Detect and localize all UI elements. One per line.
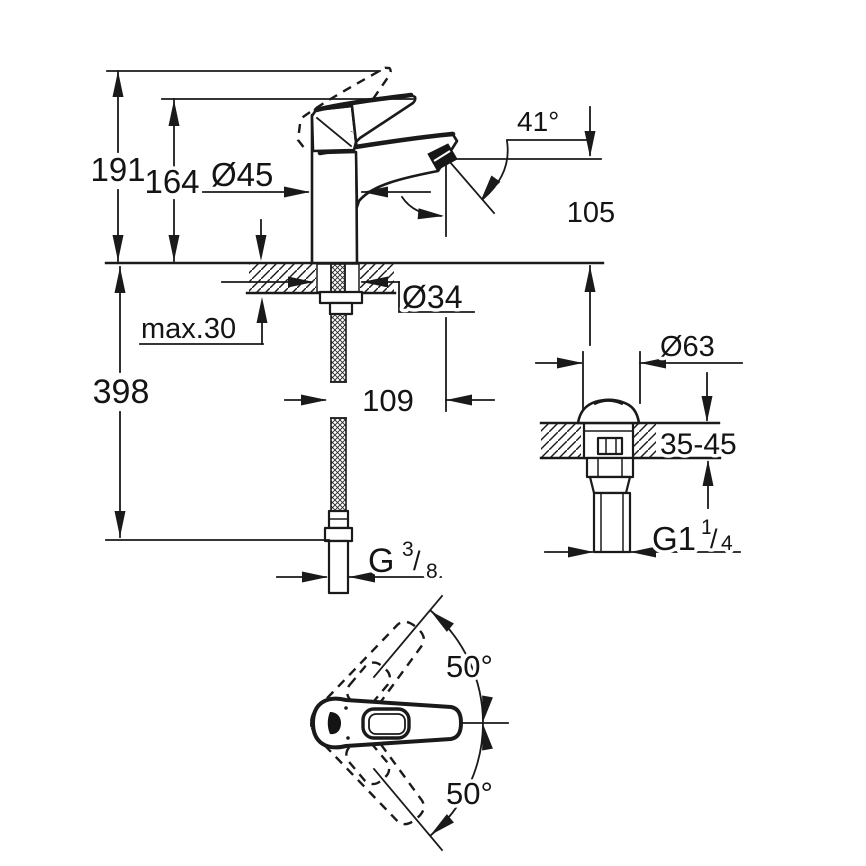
dim-spout-projection: 109 (284, 317, 495, 422)
front-view: 191 164 Ø45 41° (87, 66, 619, 595)
dim-aerator-angle: 41° (400, 103, 587, 237)
handle-dot-bottom (346, 736, 350, 740)
supply-hose (316, 263, 364, 595)
aerator-detail (433, 150, 451, 162)
drain-hatch-right (634, 424, 656, 457)
mounting-flange (318, 290, 364, 305)
dim-height: 164 (141, 98, 203, 262)
hose-braid-lower (330, 417, 347, 513)
drain-dome-cap (576, 398, 641, 425)
hose-braid-in-hole (330, 263, 346, 293)
dim-spout-height: 105 (563, 106, 619, 346)
mounting-nut (328, 301, 354, 316)
handle-top-view (311, 696, 463, 750)
faucet-body (296, 66, 459, 265)
drain-thread-letter: G1 (652, 520, 696, 557)
dim-swing-down-label: 50° (446, 776, 493, 811)
reference-lines (105, 70, 602, 541)
dim-height-open-label: 191 (90, 151, 145, 188)
handle-swing-top-view: 50° 50° (310, 594, 509, 852)
dim-height-label: 164 (144, 163, 199, 200)
dim-hose-length-label: 398 (93, 373, 150, 411)
drain-thread-denominator: 4 (721, 532, 733, 555)
dim-spout-height-label: 105 (567, 197, 615, 229)
drain-window (596, 436, 624, 456)
dim-height-open: 191 (87, 70, 149, 262)
hose-nut (323, 526, 354, 543)
drain-valve-view: Ø63 35-45 G1 1 / 4 (535, 328, 743, 561)
dim-flange-diameter-label: Ø63 (660, 331, 715, 363)
dim-counter-range-label: 35-45 (660, 428, 737, 461)
lever-top-edge (313, 92, 414, 113)
handle-hole-outer (361, 707, 411, 740)
dim-hose-length: 398 (89, 266, 153, 538)
dim-max-counter-label: max.30 (141, 313, 236, 345)
dim-swing-angles: 50° 50° (372, 594, 509, 852)
dim-drain-thread: G1 1 / 4 (544, 513, 741, 561)
hose-braid-upper (330, 313, 347, 383)
supply-thread-numerator: 3 (402, 538, 414, 561)
supply-thread-denominator: 8 (426, 560, 438, 583)
dim-hole-diameter: Ø34 (221, 276, 475, 319)
handle-hole-inner (368, 713, 406, 735)
dim-flange-diameter: Ø63 (535, 328, 743, 369)
handle-indicator-mark (327, 712, 341, 735)
dim-swing-up-label: 50° (446, 649, 493, 684)
drain-tailpipe (592, 491, 632, 554)
drain-valve (576, 398, 641, 554)
supply-thread-slash: / (413, 546, 421, 576)
counter-hatch-right (360, 264, 394, 292)
drain-taper (588, 475, 632, 495)
dim-body-diameter: Ø45 (202, 153, 431, 198)
drain-locknut (585, 456, 635, 479)
dim-hole-diameter-label: Ø34 (402, 279, 462, 315)
dim-aerator-angle-label: 41° (517, 106, 559, 137)
lever-open-position-dashed (301, 66, 392, 133)
drain-counter-section (539, 421, 722, 460)
drain-hatch-left (541, 424, 581, 457)
dim-spout-projection-label: 109 (362, 383, 414, 418)
handle-dot-top (344, 706, 348, 710)
drain-thread-numerator: 1 (701, 516, 713, 539)
dim-max-counter: max.30 (138, 219, 268, 349)
hose-connector-tube (327, 539, 350, 595)
countertop-section (104, 261, 605, 295)
dim-counter-range: 35-45 (657, 372, 740, 509)
dim-supply-thread: G 3 / 8 (276, 535, 442, 587)
counter-hatch-left (249, 264, 316, 292)
boss-dashed-edge (296, 123, 306, 150)
drain-thread-slash: / (710, 524, 718, 554)
dim-body-diameter-label: Ø45 (211, 156, 273, 193)
supply-thread-letter: G (368, 542, 394, 580)
